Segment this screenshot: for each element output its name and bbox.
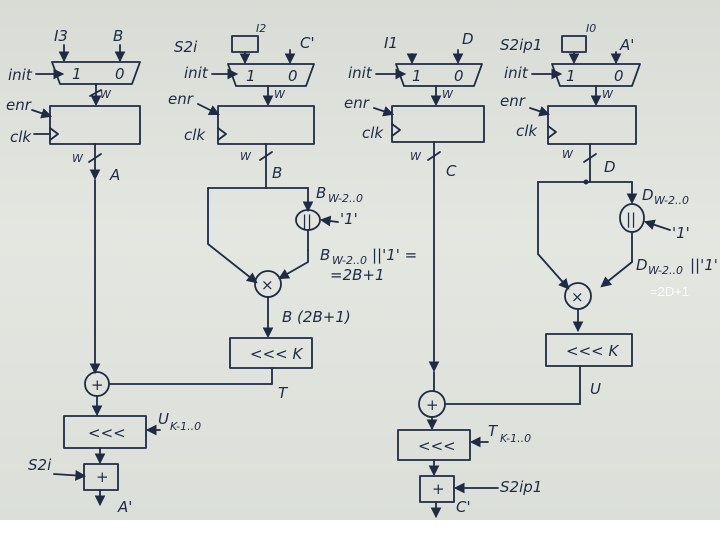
input-b-label: B [113,27,123,45]
clk-label: clk [184,126,206,144]
bus-width-label: W [562,148,574,161]
mux-2 [227,63,315,87]
bottom-strip [0,520,720,540]
slice-d-bits: W-2..0 [654,194,689,207]
bus-width-label: W [72,152,84,165]
multiplier-2-symbol: × [261,276,274,294]
output-c-prime: C' [300,34,315,52]
column-3: I1 D 1 0 init W enr clk W C + <<< T K-1.… [344,30,581,519]
register-s2ip1-3-symbol: + [432,480,445,498]
input-i3-label: I3 [54,27,68,45]
register-output-c: C [446,162,457,180]
init-label: init [184,64,209,82]
rotate-output-u: U [590,380,601,398]
input-d-label: D [462,30,474,48]
mux-4-input-0: 0 [614,67,624,85]
input-i2-label: I2 [256,22,266,35]
s2ip1-label: S2ip1 [500,478,542,496]
concat-result-d: D [636,256,648,274]
bus-width-label: W [274,88,286,101]
equals-2b-plus-1: =2B+1 [330,266,385,284]
init-label: init [8,66,33,84]
rotate-k-unit-4 [545,333,633,367]
mux-3 [395,63,483,87]
register-b [217,105,315,145]
input-i0-label: I0 [586,22,596,35]
column-2: S2i I2 C' 1 0 init W enr clk W B B W-2..… [168,22,417,402]
s2ip1-input-label: S2ip1 [500,36,542,54]
enr-label: enr [168,90,194,108]
clk-label: clk [362,124,384,142]
enr-label: enr [500,92,526,110]
output-a-prime: A' [619,36,634,54]
register-c [391,105,485,143]
rotate-amount-t-bits: K-1..0 [500,432,531,445]
concat-result-b-bits: W-2..0 [332,254,367,267]
rotate-amount-u: U [158,410,169,428]
concat-op-2-symbol: || [302,212,312,230]
mux-4-input-1: 1 [566,67,576,85]
bus-width-label: W [240,150,252,163]
mux-1 [51,61,141,85]
result-c-prime: C' [456,498,471,516]
rotate-left-1-label: <<< [88,424,126,442]
column-4: S2ip1 I0 A' 1 0 init W enr clk W D D W-2… [500,22,718,405]
enr-label: enr [344,94,370,112]
input-i0-box [561,35,587,53]
clk-label: clk [10,128,32,146]
register-output-b: B [272,164,282,182]
bus-width-label: W [100,88,112,101]
rotate-left-3-label: <<< [418,437,456,455]
s2i-input-label: S2i [174,38,198,56]
adder-3-symbol: + [426,396,439,414]
register-a [49,105,141,145]
product-label: B (2B+1) [282,308,351,326]
clk-label: clk [516,122,538,140]
rotate-k-unit-2 [229,337,313,369]
register-output-a: A [109,166,120,184]
rotate-output-t: T [278,384,289,402]
enr-label: enr [6,96,32,114]
input-i2-box [231,35,259,53]
bus-width-label: W [410,150,422,163]
init-label: init [504,64,529,82]
mux-1-input-1: 1 [72,65,82,83]
register-output-d: D [604,158,616,176]
rotate-k-2-label: <<< K [250,345,303,363]
constant-one: '1' [340,210,358,228]
slice-b: B [316,184,326,202]
column-1: I3 B 1 0 init W enr clk W A + <<< U K-1.… [6,27,273,516]
bus-width-label: W [442,88,454,101]
s2i-label: S2i [28,456,52,474]
multiplier-4-symbol: × [571,288,584,306]
bus-width-label: W [602,88,614,101]
mux-2-input-1: 1 [246,67,256,85]
result-a-prime: A' [117,498,132,516]
rotate-amount-t: T [488,422,499,440]
mux-3-input-1: 1 [412,67,422,85]
concat-result-b: B [320,246,330,264]
slice-d: D [642,186,654,204]
rotate-amount-u-bits: K-1..0 [170,420,201,433]
rotate-k-4-label: <<< K [566,342,619,360]
register-s2i-1-symbol: + [96,468,109,486]
mux-3-input-0: 0 [454,67,464,85]
concat-result-b-tail: ||'1' = [372,246,417,264]
concat-result-d-bits: W-2..0 [648,264,683,277]
init-label: init [348,64,373,82]
register-d [547,105,637,145]
mux-2-input-0: 0 [288,67,298,85]
input-i1-label: I1 [384,34,398,52]
concat-result-d-tail: ||'1' [690,256,718,274]
mux-1-input-0: 0 [115,65,125,83]
adder-1-symbol: + [91,376,104,394]
concat-op-4-symbol: || [626,210,636,228]
slice-b-bits: W-2..0 [328,192,363,205]
constant-one: '1' [672,224,690,242]
overlay-note: =2D+1 [650,284,689,299]
